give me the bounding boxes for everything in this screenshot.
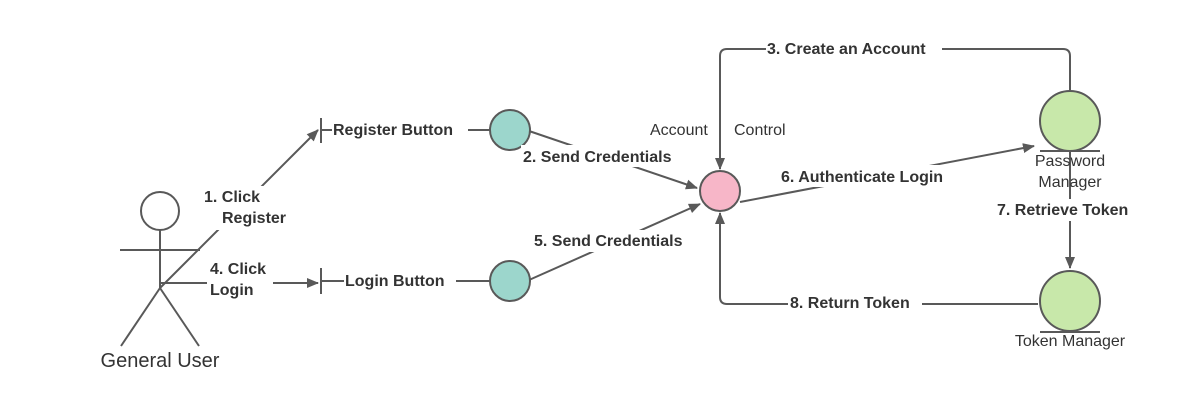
message-6: 6. Authenticate Login bbox=[781, 169, 943, 186]
arrow-create-account bbox=[715, 48, 1071, 170]
password-manager-label-line2: Manager bbox=[1038, 174, 1102, 191]
entity-password-manager bbox=[1039, 90, 1101, 152]
password-manager-label-line1: Password bbox=[1035, 153, 1105, 170]
message-5: 5. Send Credentials bbox=[534, 233, 683, 250]
message-7: 7. Retrieve Token bbox=[997, 202, 1128, 219]
login-boundary-circle bbox=[489, 260, 531, 302]
boundary-login-button bbox=[320, 260, 531, 302]
control-account-control bbox=[699, 170, 741, 212]
message-8: 8. Return Token bbox=[790, 295, 910, 312]
register-boundary-circle bbox=[489, 109, 531, 151]
message-1-line1: 1. Click bbox=[204, 189, 260, 206]
boundary-register-button bbox=[320, 109, 531, 151]
login-button-label: Login Button bbox=[345, 273, 445, 290]
message-1-line2: Register bbox=[222, 210, 286, 227]
account-label: Account bbox=[650, 122, 708, 139]
token-manager-label: Token Manager bbox=[1015, 333, 1126, 350]
message-4-line1: 4. Click bbox=[210, 261, 266, 278]
control-label: Control bbox=[734, 122, 786, 139]
message-4-line2: Login bbox=[210, 282, 254, 299]
arrow-return-token bbox=[715, 212, 1038, 305]
message-2: 2. Send Credentials bbox=[523, 149, 672, 166]
message-3: 3. Create an Account bbox=[767, 41, 926, 58]
entity-token-manager bbox=[1039, 270, 1101, 333]
register-button-label: Register Button bbox=[333, 122, 453, 139]
actor-name-label: General User bbox=[101, 350, 220, 372]
actor-general-user bbox=[120, 191, 200, 347]
